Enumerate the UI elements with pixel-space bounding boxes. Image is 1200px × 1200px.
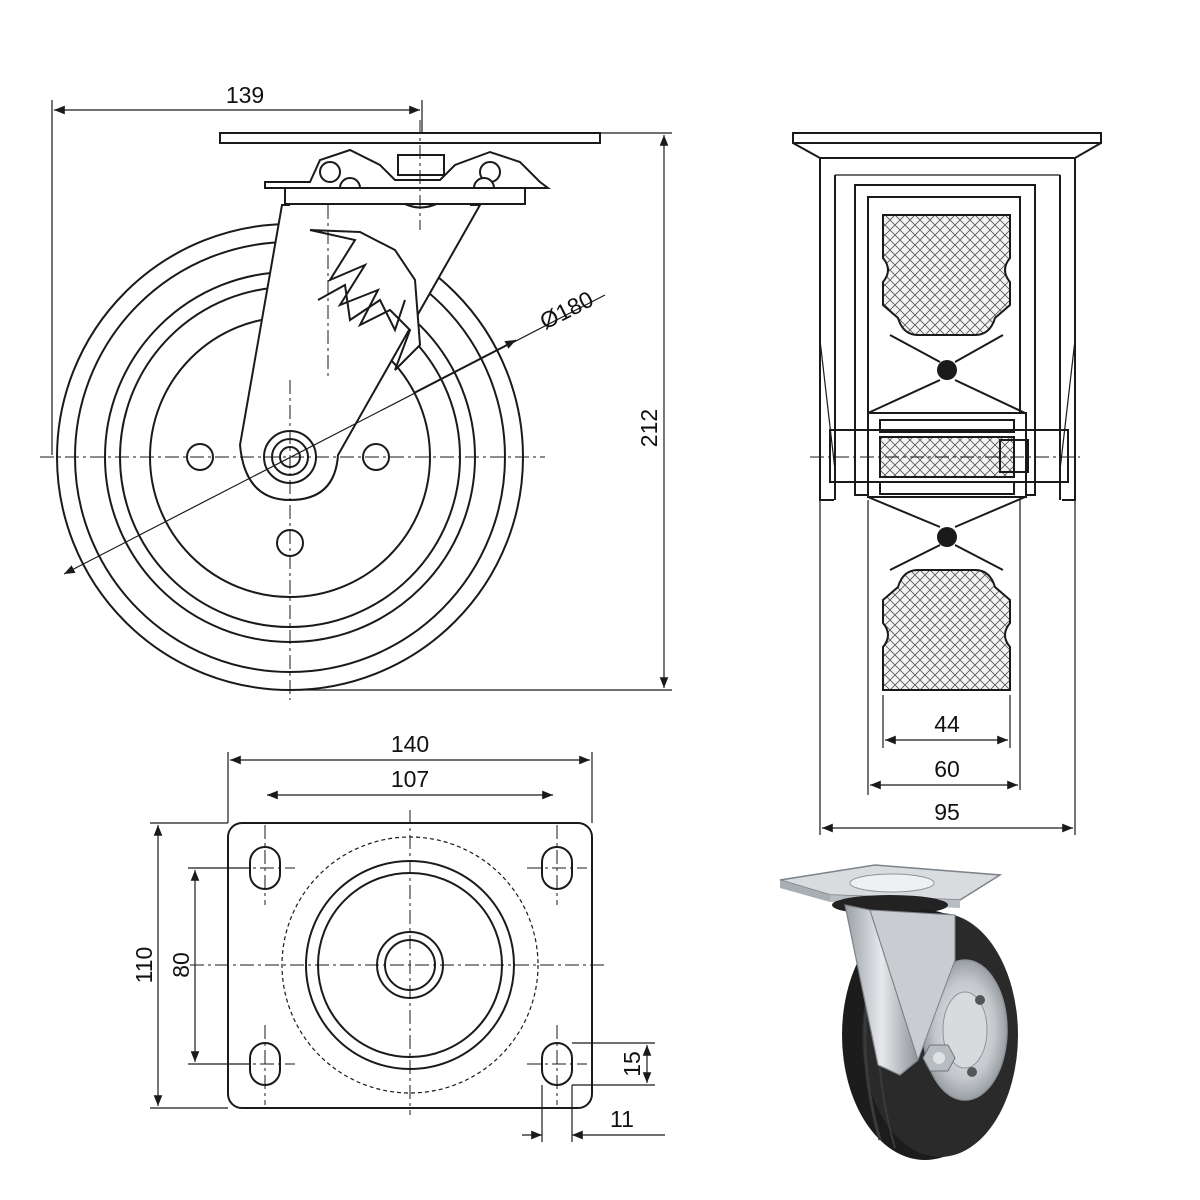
top-plate bbox=[219, 132, 601, 144]
dim-label-tyre-width: 44 bbox=[934, 711, 960, 737]
fork-taper-left bbox=[819, 339, 836, 471]
dim-label-hole-spacing-length: 107 bbox=[391, 766, 429, 792]
fork-crown bbox=[284, 187, 526, 205]
dim-line-diameter-arrow bbox=[414, 339, 517, 393]
disc-hole-left bbox=[186, 443, 214, 471]
axle-nut bbox=[999, 439, 1029, 473]
front-section-view: 44 60 95 bbox=[792, 132, 1102, 835]
render-swivel-ring bbox=[849, 873, 935, 893]
front-plate-edge bbox=[792, 142, 1102, 159]
fork-detail bbox=[317, 283, 406, 333]
fork-inner bbox=[834, 175, 1061, 500]
fork-taper-right bbox=[1059, 339, 1076, 471]
dim-label-fork-width: 95 bbox=[934, 799, 960, 825]
dim-label-plate-width: 110 bbox=[131, 947, 157, 984]
dim-label-overall-width: 139 bbox=[226, 82, 264, 108]
dim-label-wheel-diameter: Ø180 bbox=[535, 286, 597, 335]
render-fork-leg bbox=[844, 904, 919, 1076]
axle-bolt bbox=[829, 429, 1069, 483]
dim-label-slot-length: 15 bbox=[619, 1051, 645, 1077]
rim-section-top bbox=[867, 334, 1026, 414]
plate-top-view: 140 107 110 80 15 11 bbox=[131, 731, 665, 1142]
disc-hole-right bbox=[362, 443, 390, 471]
fork-legs bbox=[854, 184, 1036, 496]
fork-break-line bbox=[309, 229, 422, 371]
tyre-section-bottom bbox=[882, 569, 1011, 691]
ball-bearing-1 bbox=[319, 161, 341, 183]
hub-bearing-top bbox=[879, 419, 1015, 433]
side-view: 139 Ø180 212 bbox=[40, 82, 672, 700]
dim-label-plate-length: 140 bbox=[391, 731, 429, 757]
dim-label-overall-height: 212 bbox=[636, 409, 662, 447]
front-top-plate bbox=[792, 132, 1102, 144]
tyre-section-top bbox=[882, 214, 1011, 336]
rim-section-bottom bbox=[867, 496, 1026, 571]
rim-joint-bottom bbox=[937, 527, 957, 547]
dim-label-wheel-width: 60 bbox=[934, 756, 960, 782]
kingpin-nut bbox=[397, 154, 445, 176]
rim-joint-top bbox=[937, 360, 957, 380]
caster-product-image bbox=[779, 864, 1018, 1160]
dim-label-hole-spacing-width: 80 bbox=[168, 952, 194, 978]
dim-label-slot-width: 11 bbox=[610, 1106, 634, 1132]
